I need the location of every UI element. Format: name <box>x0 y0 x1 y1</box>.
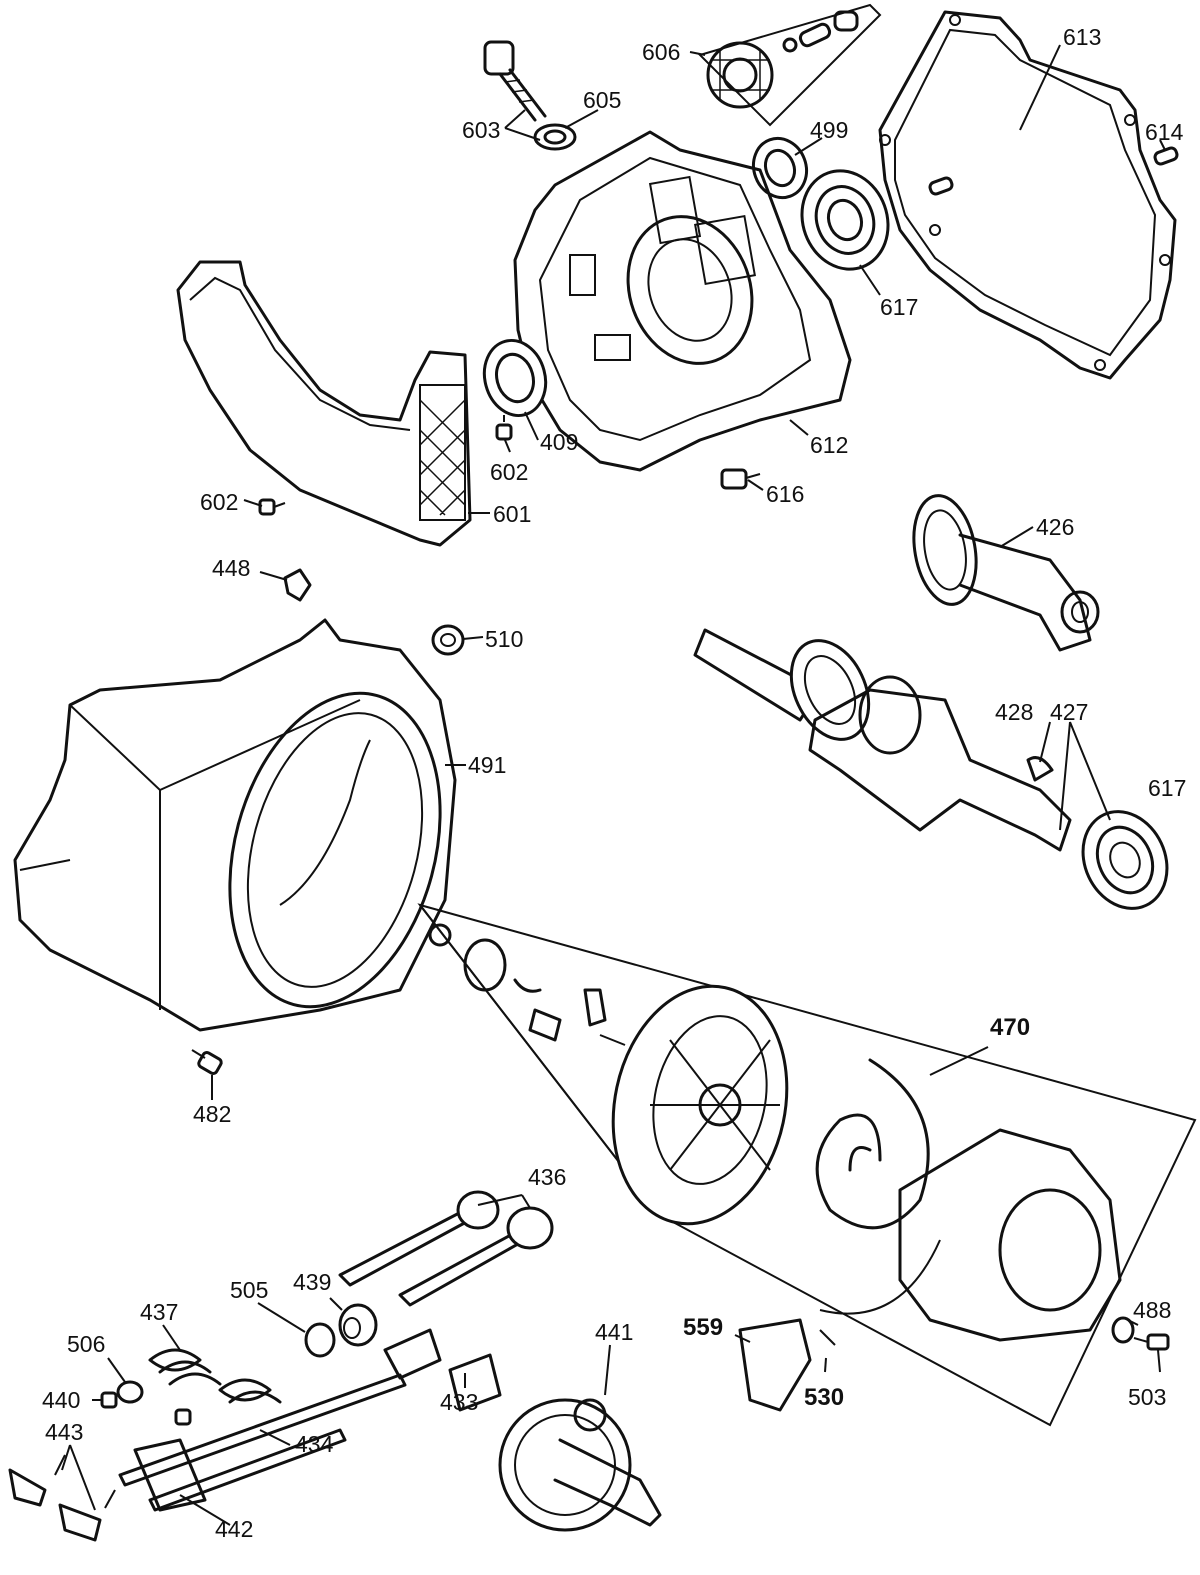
callout-616: 616 <box>766 481 804 507</box>
callout-603: 603 <box>462 117 500 143</box>
callout-433: 433 <box>440 1389 478 1415</box>
callout-491: 491 <box>468 752 506 778</box>
callout-613: 613 <box>1063 24 1101 50</box>
part-505-retainer <box>304 1322 336 1358</box>
part-448-clip <box>283 568 312 602</box>
callout-530: 530 <box>804 1384 844 1411</box>
callout-437: 437 <box>140 1299 178 1325</box>
part-606-governor-gear <box>698 3 882 127</box>
part-613-crankcase-gasket <box>878 10 1177 380</box>
part-614-dowel-pin <box>928 146 1179 196</box>
callout-605: 605 <box>583 87 621 113</box>
callout-606: 606 <box>642 39 680 65</box>
part-crankshaft <box>693 628 1072 852</box>
callout-426: 426 <box>1036 514 1074 540</box>
callout-602-upper: 602 <box>490 459 528 485</box>
part-426-camshaft <box>912 494 1100 652</box>
callout-442: 442 <box>215 1516 253 1542</box>
part-443-rocker-arms <box>8 1454 116 1542</box>
callout-labels: 606 613 605 603 499 614 617 612 409 602 … <box>42 24 1186 1542</box>
callout-505: 505 <box>230 1277 268 1303</box>
callout-510: 510 <box>485 626 523 652</box>
callout-427: 427 <box>1050 699 1088 725</box>
part-506-washer <box>116 1380 144 1404</box>
part-482-bolt <box>191 1049 223 1075</box>
callout-617-upper: 617 <box>880 294 918 320</box>
callout-559: 559 <box>683 1314 723 1341</box>
part-470-recoil-starter-assembly <box>417 903 1197 1427</box>
callout-617-lower: 617 <box>1148 775 1186 801</box>
part-442-guide-plate <box>133 1438 207 1512</box>
part-437-valve-springs <box>148 1348 282 1404</box>
part-503-bolt <box>1133 1333 1170 1351</box>
part-439-valve-guide <box>338 1303 378 1347</box>
part-440-nut <box>100 1391 192 1426</box>
callout-436: 436 <box>528 1164 566 1190</box>
part-603-oil-filler-cap <box>483 40 547 122</box>
part-491-fan-housing <box>13 618 457 1032</box>
part-602-bolt-upper <box>495 415 513 441</box>
part-409-oil-seal <box>482 338 548 418</box>
callout-614: 614 <box>1145 119 1184 145</box>
callout-448: 448 <box>212 555 250 581</box>
part-433-tappet <box>383 1328 502 1412</box>
callout-443: 443 <box>45 1419 83 1445</box>
part-428-woodruff-key <box>1026 756 1054 782</box>
part-510-grommet <box>431 624 465 656</box>
callout-434: 434 <box>295 1431 334 1457</box>
part-601-air-guide <box>176 260 472 547</box>
callout-506: 506 <box>67 1331 105 1357</box>
part-434-push-rods <box>118 1373 407 1512</box>
part-617-ball-bearing-upper <box>800 169 890 271</box>
part-617-ball-bearing-lower <box>1081 810 1169 910</box>
callout-482: 482 <box>193 1101 231 1127</box>
part-602-bolt-lower <box>258 498 286 516</box>
part-616-flange-bolt <box>720 468 761 490</box>
callout-499: 499 <box>810 117 848 143</box>
callout-439: 439 <box>293 1269 331 1295</box>
callout-503: 503 <box>1128 1384 1166 1410</box>
part-499-bearing <box>752 136 808 200</box>
callout-409: 409 <box>540 429 578 455</box>
callout-428: 428 <box>995 699 1033 725</box>
callout-612: 612 <box>810 432 848 458</box>
callout-470: 470 <box>990 1014 1030 1041</box>
part-605-oil-seal-ring <box>533 123 577 151</box>
part-436-valves <box>338 1190 554 1307</box>
part-441-camshaft-gear <box>498 1398 662 1532</box>
callout-601: 601 <box>493 501 531 527</box>
callout-488: 488 <box>1133 1297 1171 1323</box>
part-488-washer <box>1111 1316 1135 1344</box>
callout-602-lower: 602 <box>200 489 238 515</box>
callout-441: 441 <box>595 1319 633 1345</box>
callout-440: 440 <box>42 1387 80 1413</box>
part-612-crankcase-cover <box>513 130 852 472</box>
leader-lines <box>61 44 1166 1526</box>
